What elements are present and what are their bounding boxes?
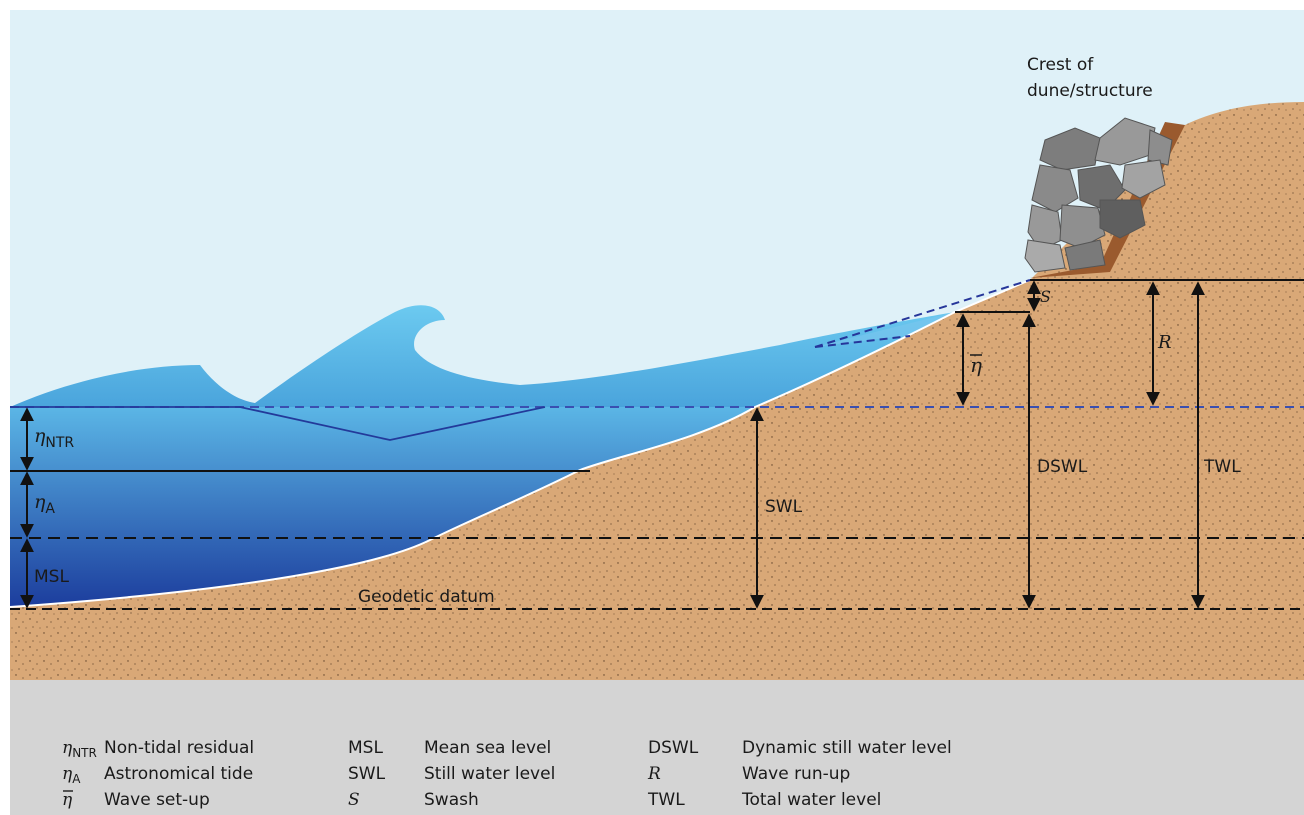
s-label: S [1040,287,1051,306]
legend-symbol: ηA [62,764,81,786]
setup-label: η [970,353,982,377]
legend-symbol: S [348,790,360,810]
swash-dashed-upper [814,279,1031,348]
legend-symbol: R [647,764,661,784]
rock-revetment [1024,117,1185,278]
legend-description: Total water level [741,790,881,810]
legend-description: Mean sea level [424,738,551,758]
geodetic-datum-label: Geodetic datum [358,587,495,607]
crest-label-line1: Crest of [1027,55,1094,75]
legend-description: Wave run-up [742,764,850,784]
r-label: R [1157,332,1172,353]
ntr-label: ηNTR [34,425,74,451]
swash-lens [815,312,955,347]
dswl-label: DSWL [1037,457,1088,477]
legend-panel [10,680,1304,815]
svg-text:η: η [970,353,982,377]
legend-symbol: MSL [348,738,383,758]
legend-symbol: SWL [348,764,386,784]
legend: ηNTR Non-tidal residual ηA Astronomical tid… [62,738,952,810]
measurement-arrows [20,280,1205,609]
legend-description: Dynamic still water level [742,738,952,758]
sea [10,407,755,607]
legend-description: Swash [424,790,479,810]
swl-label: SWL [765,497,803,517]
a-label: ηA [34,491,55,517]
twl-label: TWL [1203,457,1241,477]
legend-symbol: η [62,790,73,810]
legend-description: Wave set-up [104,790,210,810]
swash-dashed-lower [814,335,911,348]
legend-description: Still water level [424,764,555,784]
legend-description: Non-tidal residual [104,738,254,758]
legend-symbol: TWL [647,790,685,810]
msl-label: MSL [34,567,69,587]
legend-symbol: ηNTR [62,738,97,760]
set-up-profile [10,406,546,441]
legend-description: Astronomical tide [104,764,253,784]
reference-lines [10,279,1304,610]
crest-label-line2: dune/structure [1027,81,1153,101]
breaking-waves [10,305,955,407]
legend-symbol: DSWL [648,738,699,758]
